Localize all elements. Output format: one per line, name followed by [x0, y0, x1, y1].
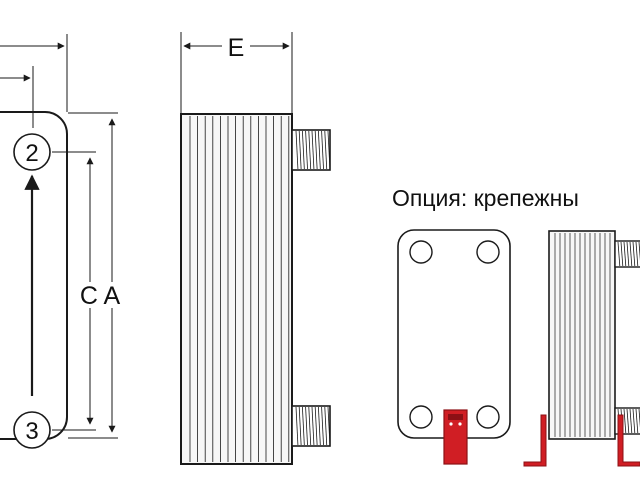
hatch-line: [623, 241, 627, 267]
hatch-line: [617, 241, 621, 267]
mounting-bracket-front: [443, 409, 468, 465]
hatch-line: [308, 406, 312, 446]
option-port-bottom-right: [476, 405, 500, 429]
hatch-line: [626, 241, 630, 267]
hatch-line: [295, 130, 299, 170]
hatch-line: [635, 241, 639, 267]
hatch-line: [314, 130, 318, 170]
hatch-line: [620, 241, 624, 267]
hatch-line: [632, 241, 636, 267]
hatch-line: [321, 130, 324, 170]
hatch-line: [626, 408, 630, 434]
upper-connection-thread: [295, 130, 331, 170]
hatch-line: [314, 406, 318, 446]
port-2-circle: [13, 133, 51, 171]
dimension-ca-label: C A: [80, 282, 121, 310]
mounting-option: Опция: крепежны: [392, 185, 640, 467]
hatch-line: [295, 406, 299, 446]
hatch-line: [302, 406, 305, 446]
hatch-line: [311, 406, 315, 446]
dim-label-background: [74, 282, 124, 308]
port-3-label: 3: [25, 418, 38, 445]
option-port-bottom-left: [409, 405, 433, 429]
hatch-line: [318, 130, 321, 170]
hatch-line: [632, 408, 636, 434]
option-port-top-right: [476, 240, 500, 264]
option-port-top-left: [409, 240, 433, 264]
dimension-e-label: E: [228, 34, 245, 62]
hatch-line: [311, 130, 315, 170]
side-view: E: [180, 32, 331, 465]
hatch-line: [305, 406, 308, 446]
front-view: 2 3 C A: [0, 34, 124, 449]
hatch-line: [308, 130, 312, 170]
hatch-line: [298, 406, 302, 446]
lower-connection-thread: [295, 406, 331, 446]
option-caption: Опция: крепежны: [392, 185, 579, 211]
dim-e-background: [222, 32, 250, 60]
port-2-label: 2: [25, 140, 38, 167]
hatch-line: [635, 408, 639, 434]
hatch-line: [327, 130, 331, 170]
hatch-line: [318, 406, 321, 446]
option-plate-fins: [554, 233, 611, 437]
hatch-line: [298, 130, 302, 170]
hatch-line: [629, 408, 633, 434]
hatch-line: [321, 406, 324, 446]
hatch-line: [302, 130, 305, 170]
hatch-line: [629, 241, 633, 267]
port-3-circle: [13, 411, 51, 449]
hatch-line: [324, 130, 328, 170]
hatch-line: [327, 406, 331, 446]
upper-connection: [291, 129, 331, 171]
hatch-line: [623, 408, 627, 434]
plate-fins: [189, 116, 290, 462]
hatch-line: [305, 130, 308, 170]
mounting-bracket-side-right: [617, 414, 640, 467]
hatch-line: [324, 406, 328, 446]
lower-connection: [291, 405, 331, 447]
mounting-bracket-side-left: [523, 414, 547, 467]
